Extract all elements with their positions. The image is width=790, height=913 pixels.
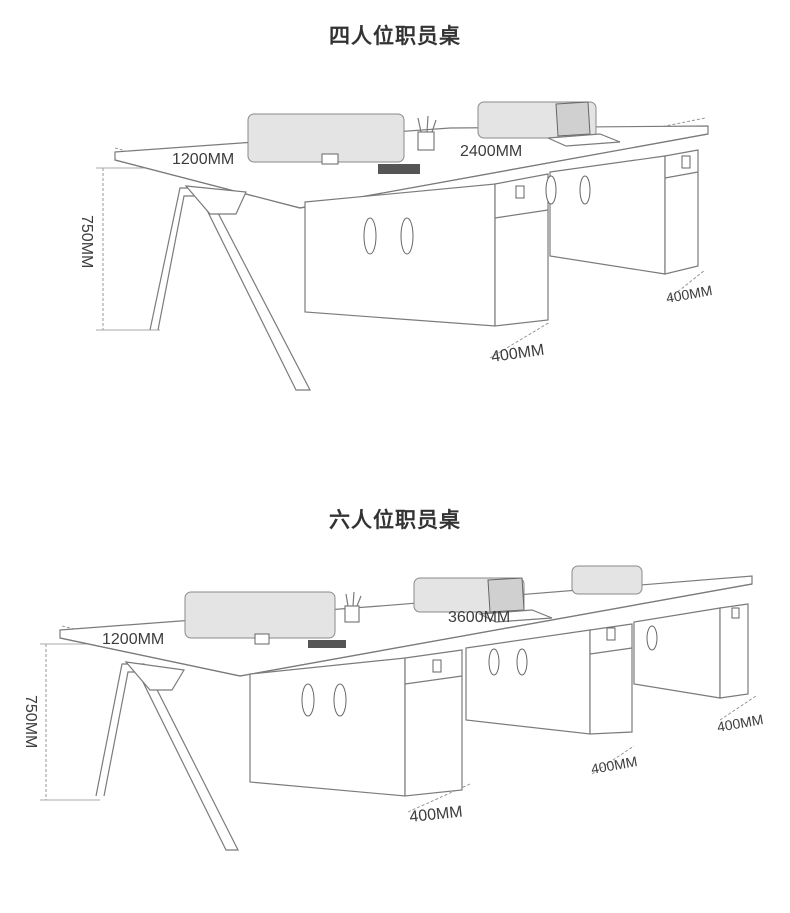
four-person-desk-title: 四人位职员桌 <box>329 24 461 48</box>
a-frame-leg <box>95 661 239 851</box>
four-person-desk-drawing: 1200MM 2400MM 750MM 400MM 400MM <box>78 101 714 391</box>
six-person-desk-title: 六人位职员桌 <box>329 508 461 532</box>
length-dimension-label: 3600MM <box>448 609 510 626</box>
pen-holder <box>417 115 437 151</box>
cabinets <box>304 149 699 327</box>
front-cabinet-dimension-label: 400MM <box>409 803 464 825</box>
laptop <box>547 101 621 147</box>
a-frame-leg <box>149 185 311 391</box>
cabinets <box>249 603 749 797</box>
laptop <box>477 577 553 623</box>
front-cabinet-dimension-label: 400MM <box>490 342 545 366</box>
height-dimension-label: 750MM <box>22 695 39 748</box>
length-dimension-label: 2400MM <box>460 143 522 160</box>
height-dimension-label: 750MM <box>78 215 95 268</box>
depth-dimension-label: 1200MM <box>102 631 164 648</box>
middle-cabinet-dimension-label: 400MM <box>590 753 639 777</box>
pen-holder <box>344 591 362 623</box>
back-cabinet-dimension-label: 400MM <box>665 282 714 306</box>
depth-dimension-label: 1200MM <box>172 151 234 168</box>
six-person-desk-drawing: 1200MM 3600MM 750MM 400MM 400MM 400MM <box>22 565 765 851</box>
desk-top <box>59 575 753 677</box>
back-cabinet-dimension-label: 400MM <box>716 711 765 735</box>
